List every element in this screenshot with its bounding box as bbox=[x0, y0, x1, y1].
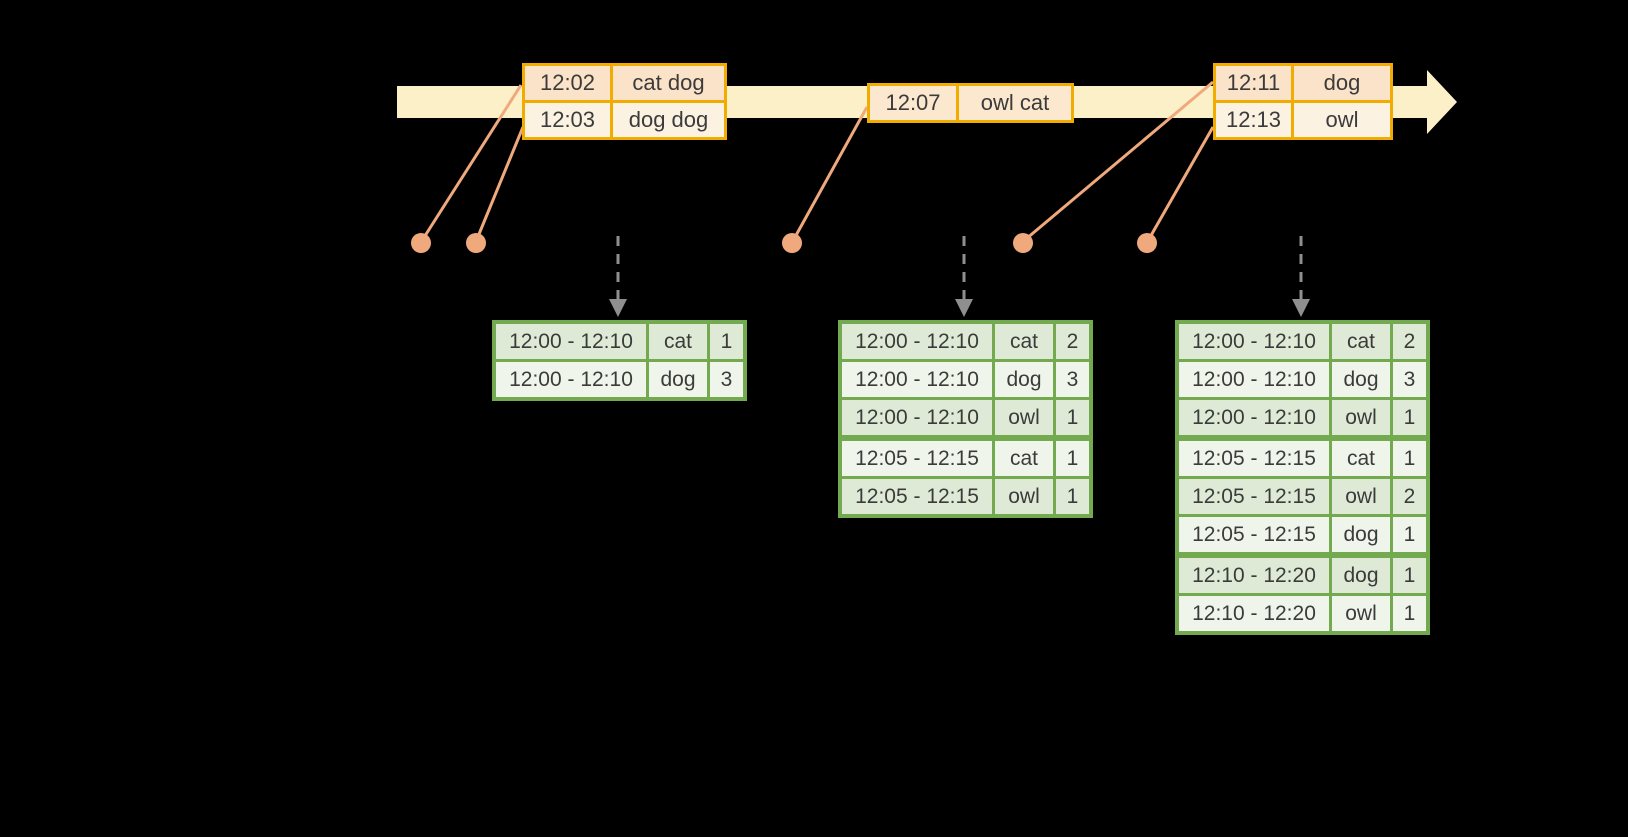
table-cell: owl bbox=[1332, 596, 1390, 631]
table-cell: 12:00 - 12:10 bbox=[842, 362, 992, 397]
table-cell: 1 bbox=[1393, 441, 1426, 476]
table-cell: owl cat bbox=[959, 86, 1071, 120]
table-cell: cat bbox=[995, 441, 1053, 476]
table-cell: 12:00 - 12:10 bbox=[1179, 400, 1329, 435]
table-cell: 1 bbox=[710, 324, 743, 359]
down-arrow-icon bbox=[609, 299, 627, 317]
table-cell: 12:00 - 12:10 bbox=[842, 324, 992, 359]
down-arrow-icon bbox=[955, 299, 973, 317]
table-cell: owl bbox=[995, 479, 1053, 514]
table-cell: cat bbox=[995, 324, 1053, 359]
table-cell: dog bbox=[1332, 558, 1390, 593]
event-dot-icon bbox=[1137, 233, 1157, 253]
table-cell: 12:00 - 12:10 bbox=[496, 324, 646, 359]
table-cell: dog bbox=[649, 362, 707, 397]
table-cell: 1 bbox=[1056, 400, 1089, 435]
table-cell: dog bbox=[1332, 517, 1390, 552]
table-cell: 3 bbox=[710, 362, 743, 397]
table-cell: 12:05 - 12:15 bbox=[1179, 517, 1329, 552]
table-cell: 3 bbox=[1393, 362, 1426, 397]
table-cell: 12:00 - 12:10 bbox=[842, 400, 992, 435]
table-cell: cat bbox=[1332, 324, 1390, 359]
table-cell: 12:05 - 12:15 bbox=[842, 479, 992, 514]
table-cell: dog bbox=[995, 362, 1053, 397]
down-arrow-icon bbox=[1292, 299, 1310, 317]
table-cell: owl bbox=[1332, 400, 1390, 435]
table-cell: 1 bbox=[1393, 517, 1426, 552]
table-cell: dog bbox=[1294, 66, 1390, 100]
table-cell: dog bbox=[1332, 362, 1390, 397]
table-cell: 12:03 bbox=[525, 103, 610, 137]
table-cell: 2 bbox=[1056, 324, 1089, 359]
table-cell: 12:10 - 12:20 bbox=[1179, 558, 1329, 593]
table-cell: 3 bbox=[1056, 362, 1089, 397]
table-cell: 2 bbox=[1393, 324, 1426, 359]
table-cell: owl bbox=[995, 400, 1053, 435]
table-cell: 2 bbox=[1393, 479, 1426, 514]
table-cell: 12:05 - 12:15 bbox=[1179, 441, 1329, 476]
table-cell: 12:02 bbox=[525, 66, 610, 100]
table-cell: owl bbox=[1332, 479, 1390, 514]
table-cell: 12:05 - 12:15 bbox=[1179, 479, 1329, 514]
table-cell: 12:00 - 12:10 bbox=[1179, 362, 1329, 397]
table-cell: 12:00 - 12:10 bbox=[496, 362, 646, 397]
table-cell: 12:05 - 12:15 bbox=[842, 441, 992, 476]
table-cell: 1 bbox=[1393, 400, 1426, 435]
event-dot-icon bbox=[411, 233, 431, 253]
table-cell: 12:13 bbox=[1216, 103, 1291, 137]
event-dot-icon bbox=[1013, 233, 1033, 253]
table-cell: 1 bbox=[1056, 479, 1089, 514]
event-dot-icon bbox=[466, 233, 486, 253]
table-cell: owl bbox=[1294, 103, 1390, 137]
table-cell: 1 bbox=[1056, 441, 1089, 476]
table-cell: 12:10 - 12:20 bbox=[1179, 596, 1329, 631]
table-cell: cat bbox=[1332, 441, 1390, 476]
connector-line bbox=[475, 126, 525, 240]
table-cell: 1 bbox=[1393, 558, 1426, 593]
table-cell: 1 bbox=[1393, 596, 1426, 631]
table-cell: cat bbox=[649, 324, 707, 359]
connector-line bbox=[792, 106, 869, 240]
table-cell: 12:11 bbox=[1216, 66, 1291, 100]
table-cell: 12:07 bbox=[870, 86, 956, 120]
connector-line bbox=[1147, 126, 1215, 240]
table-cell: 12:00 - 12:10 bbox=[1179, 324, 1329, 359]
table-cell: cat dog bbox=[613, 66, 724, 100]
timeline-right-arrow-icon bbox=[1427, 70, 1457, 134]
table-cell: dog dog bbox=[613, 103, 724, 137]
event-dot-icon bbox=[782, 233, 802, 253]
